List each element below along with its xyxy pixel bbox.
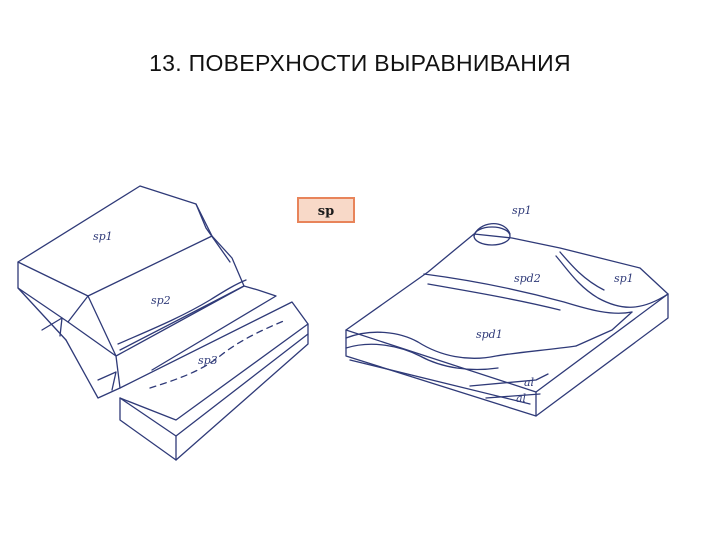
right-label-al-lower: al	[516, 392, 527, 405]
right-label-al-upper: al	[524, 376, 535, 389]
right-block-labels: sp1 spd2 sp1 spd1 al al	[476, 204, 634, 405]
left-label-sp2: sp2	[151, 294, 171, 307]
legend-label: sp	[318, 204, 334, 219]
right-label-spd2: spd2	[514, 272, 541, 285]
left-label-sp3: sp3	[198, 354, 218, 367]
right-label-spd1: spd1	[476, 328, 503, 341]
left-block-sketch	[18, 186, 308, 460]
left-label-sp1: sp1	[93, 230, 113, 243]
legend: sp	[298, 198, 354, 222]
right-label-sp1-right: sp1	[614, 272, 634, 285]
right-label-sp1-dome: sp1	[512, 204, 532, 217]
right-block-sketch	[346, 224, 668, 416]
